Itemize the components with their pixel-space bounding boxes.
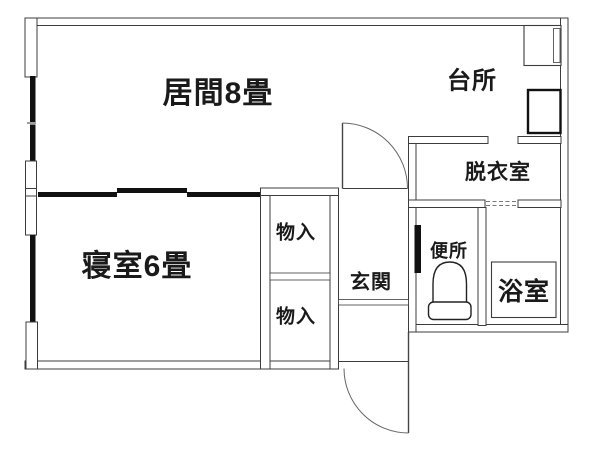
wall-segment [30, 76, 36, 122]
wall-bottom-right [408, 324, 569, 333]
entrance-door-swing-arc [343, 368, 409, 434]
closet-wall-right [329, 187, 339, 370]
fusuma-panel [187, 192, 260, 197]
toilet-icon [427, 261, 472, 321]
wall-dressing-top-left [408, 136, 489, 144]
closet-divider [269, 272, 331, 281]
kitchen-sink [553, 28, 561, 63]
doors [341, 122, 410, 434]
toilet-tank [427, 301, 472, 321]
wall-dressing-top-right [517, 136, 562, 144]
kitchen-fixtures [523, 24, 562, 135]
wall-top [24, 17, 569, 26]
wall-dressing-bottom-left [408, 199, 486, 208]
outer-walls [24, 17, 569, 370]
wall-segment [30, 235, 36, 322]
closet-block [260, 187, 339, 370]
wall-segment [30, 124, 36, 162]
room-label-toilet: 便所 [430, 241, 468, 261]
left-wall [24, 17, 38, 370]
room-label-bedroom: 寝室6畳 [81, 250, 193, 283]
closet-wall-top [260, 187, 339, 196]
bathtub [490, 261, 557, 319]
hall-door-swing-arc [342, 122, 408, 189]
wall-toilet-bath-divider [477, 207, 487, 326]
toilet-bowl [432, 261, 468, 307]
room-label-storage1: 物入 [275, 222, 317, 244]
entrance-step [338, 299, 409, 306]
toilet-door [414, 225, 421, 273]
room-label-entrance: 玄関 [350, 271, 392, 294]
wall-bottom-left [24, 360, 339, 370]
wall-dressing-bottom-right [517, 199, 562, 208]
interior-walls [338, 136, 562, 362]
fusuma-panel [38, 192, 117, 197]
room-label-bath: 浴室 [497, 278, 551, 306]
closet-wall-left [260, 187, 271, 370]
wall-right [560, 17, 569, 333]
room-label-kitchen: 台所 [447, 67, 497, 95]
window [25, 321, 38, 370]
wall-segment [24, 17, 38, 78]
fusuma-panel [117, 188, 187, 193]
fusuma-sliding-doors [38, 188, 260, 197]
room-label-dressing: 脱衣室 [465, 161, 531, 184]
kitchen-stove [526, 88, 562, 135]
room-label-storage2: 物入 [275, 306, 317, 328]
room-label-living: 居間8畳 [162, 77, 274, 110]
window [25, 160, 37, 236]
